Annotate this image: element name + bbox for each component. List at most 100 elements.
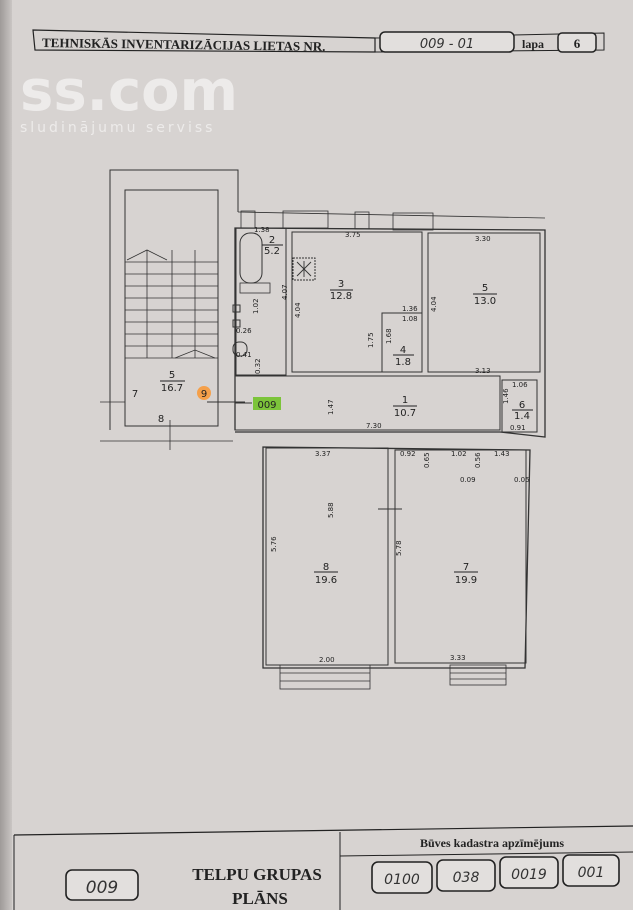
room-label: 819.6	[314, 562, 338, 586]
sink-icon	[232, 304, 241, 313]
svg-text:001: 001	[578, 865, 605, 881]
room-labels: 516.7 25.2 312.8 41.8 513.0 110.7 61.4 8…	[132, 235, 533, 586]
svg-text:7: 7	[463, 562, 469, 573]
entrance-marker-label: 9	[201, 389, 207, 400]
dimension: 4.07	[281, 284, 289, 300]
stairs	[100, 249, 233, 450]
svg-text:6: 6	[519, 400, 525, 411]
page-number-box	[557, 32, 597, 53]
entrance-marker	[197, 386, 211, 400]
apartment-outer-wall	[234, 227, 546, 438]
room-label: 719.9	[454, 562, 478, 586]
title-block: 009 TELPU GRUPAS PLĀNS Būves kadastra ap…	[13, 825, 633, 910]
svg-text:0019: 0019	[511, 867, 547, 883]
room-label: 25.2	[262, 235, 283, 257]
dimension: 5.76	[270, 536, 278, 552]
room-label: 61.4	[512, 400, 533, 422]
dimension: 3.33	[450, 654, 466, 662]
header-banner: TEHNISKĀS INVENTARIZĀCIJAS LIETAS NR. 00…	[32, 29, 605, 54]
svg-text:5: 5	[482, 283, 488, 294]
page-label: lapa	[522, 37, 544, 51]
watermark-logo: ss.com	[20, 59, 238, 124]
svg-text:1.4: 1.4	[514, 411, 530, 422]
room-label: 513.0	[473, 283, 497, 307]
svg-text:16.7: 16.7	[161, 383, 183, 394]
svg-text:0100: 0100	[384, 872, 420, 888]
stair-label-left: 7	[132, 389, 138, 400]
room-label: 110.7	[393, 395, 417, 419]
dimension: 0.05	[514, 476, 530, 484]
page-edge-shadow	[0, 0, 12, 910]
dimension: 0.41	[236, 351, 252, 359]
dimension: 1.06	[512, 381, 528, 389]
sink-icon	[232, 319, 241, 328]
cadastre-code-box: 038	[436, 859, 496, 892]
dimension: 1.46	[502, 388, 510, 404]
title-line-2: PLĀNS	[232, 889, 288, 908]
file-number-box	[379, 31, 515, 53]
dimension: 1.08	[402, 315, 418, 323]
svg-text:13.0: 13.0	[474, 296, 496, 307]
dimension: 4.04	[294, 302, 302, 318]
stove-icon	[292, 257, 316, 281]
dimension: 1.02	[252, 298, 260, 314]
dimension: 1.68	[385, 328, 393, 344]
dimension: 5.88	[327, 502, 335, 518]
dimension: 4.04	[430, 296, 438, 312]
svg-text:4: 4	[400, 345, 406, 356]
room-5	[427, 232, 541, 373]
dimension: 3.30	[475, 235, 491, 243]
dimension: 1.75	[367, 332, 375, 348]
stair-outer-wall	[109, 169, 239, 430]
room-label: 41.8	[393, 345, 414, 368]
svg-text:12.8: 12.8	[330, 291, 352, 302]
room-8	[265, 447, 389, 666]
dimension: 3.37	[315, 450, 331, 458]
dimension: 0.65	[423, 452, 431, 468]
dimension: 1.38	[254, 226, 270, 234]
room-label: 516.7	[160, 370, 185, 394]
cadastre-code-box: 0019	[499, 856, 559, 889]
dimension: 7.30	[366, 422, 382, 430]
svg-text:038: 038	[453, 870, 480, 886]
group-marker	[253, 397, 281, 410]
dimension: 5.78	[395, 540, 403, 556]
svg-text:1.8: 1.8	[395, 357, 411, 368]
room-2-bathroom	[235, 227, 287, 376]
file-number: 009 - 01	[420, 37, 474, 52]
dimension: 0.09	[460, 476, 476, 484]
dimension: 0.91	[510, 424, 526, 432]
dimension: 3.13	[475, 367, 491, 375]
svg-text:1: 1	[402, 395, 408, 406]
dimension: 1.02	[451, 450, 467, 458]
svg-text:2: 2	[269, 235, 275, 246]
dimension-labels: 1.38 3.75 3.30 4.07 4.04 4.04 1.02 0.26 …	[236, 226, 530, 664]
dimension: 1.43	[494, 450, 510, 458]
header-title: TEHNISKĀS INVENTARIZĀCIJAS LIETAS NR.	[42, 35, 326, 54]
dimension: 1.36	[402, 305, 418, 313]
lower-outer-wall	[262, 446, 531, 669]
dimension: 2.00	[319, 656, 335, 664]
stairwell	[124, 189, 219, 427]
svg-text:19.9: 19.9	[455, 575, 477, 586]
cadastre-code-box: 001	[562, 854, 620, 887]
cadastre-code-box: 0100	[371, 861, 433, 894]
dimension: 1.47	[327, 399, 335, 415]
watermark-tagline: sludinājumu serviss	[20, 120, 215, 136]
bathtub-icon	[239, 232, 263, 284]
group-number: 009	[86, 878, 118, 898]
room-6	[501, 379, 538, 433]
windows	[240, 210, 507, 690]
watermark: ss.com sludinājumu serviss	[20, 59, 238, 136]
dimension: 0.56	[474, 452, 482, 468]
room-3-kitchen	[291, 231, 423, 373]
room-label: 312.8	[330, 279, 353, 302]
group-number-box	[65, 869, 139, 901]
room-7	[394, 449, 527, 664]
svg-text:3: 3	[338, 279, 344, 290]
svg-text:5.2: 5.2	[264, 246, 280, 257]
dimension: 3.75	[345, 231, 361, 239]
dimension: 0.26	[236, 327, 252, 335]
cadastre-label: Būves kadastra apzīmējums	[420, 836, 564, 850]
